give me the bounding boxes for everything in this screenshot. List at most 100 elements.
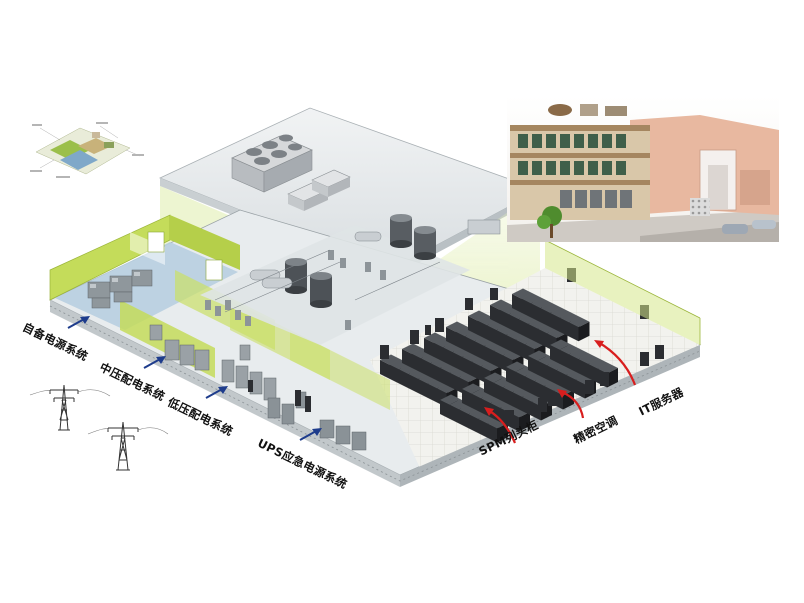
rack-front — [569, 354, 579, 374]
rack-top — [468, 310, 489, 321]
generator-equipment — [87, 269, 367, 451]
rack-front — [534, 381, 544, 400]
rack-front — [440, 400, 450, 419]
rack-front — [509, 314, 519, 334]
rack-front — [421, 358, 431, 378]
rack-front — [462, 357, 472, 376]
rack-front — [559, 349, 569, 369]
rack-front — [550, 313, 560, 332]
rack-front — [499, 309, 509, 329]
rack-top — [484, 372, 505, 383]
rack-side — [578, 321, 590, 342]
rack-front — [440, 368, 450, 387]
rack-front — [512, 294, 522, 313]
rack-top — [559, 344, 580, 355]
storage-tank-a — [285, 258, 307, 294]
rack-side — [607, 368, 618, 388]
lv-switchgear — [221, 344, 277, 401]
rack-front — [550, 345, 560, 364]
rack-top — [578, 353, 599, 364]
rack-front — [528, 356, 538, 375]
arrow-icon — [205, 386, 228, 399]
rack-front — [443, 347, 453, 367]
rack-top — [521, 293, 542, 304]
rack-top — [588, 358, 609, 369]
rack-front — [569, 322, 579, 342]
rack-front — [477, 320, 487, 340]
mechanical-room — [200, 214, 501, 345]
arrow-icon — [299, 428, 322, 441]
rack-top — [462, 383, 483, 394]
rack-front — [452, 352, 462, 371]
storage-tank-c — [390, 214, 412, 248]
rack-top — [569, 317, 590, 328]
server-racks — [380, 288, 618, 443]
rack-top — [380, 354, 401, 365]
rack-front — [402, 349, 412, 368]
rack-front — [446, 327, 456, 346]
rack-front — [528, 324, 538, 343]
storage-tank-d — [414, 226, 436, 260]
rack-top — [569, 349, 590, 360]
rack-front — [531, 303, 541, 323]
rack-front — [537, 360, 547, 380]
rack-front — [471, 361, 481, 381]
rack-front — [506, 367, 516, 386]
transmission-tower-icon — [87, 421, 169, 471]
rack-top — [540, 302, 561, 313]
rack-front — [487, 423, 497, 443]
arrow-icon — [594, 340, 637, 386]
rack-front — [493, 350, 503, 370]
rack-front — [547, 365, 557, 385]
rack-front — [522, 397, 532, 416]
rack-top — [597, 363, 618, 374]
rack-side — [497, 423, 508, 443]
building-cutaway-icon — [507, 96, 779, 242]
rack-front — [468, 316, 478, 335]
rack-front — [430, 363, 440, 382]
rack-front — [399, 369, 409, 389]
rack-front — [380, 360, 390, 379]
rack-top — [559, 312, 580, 323]
rack-front — [575, 379, 585, 399]
rack-front — [515, 339, 525, 359]
rack-top — [440, 394, 461, 405]
rack-front — [512, 392, 522, 411]
rack-front — [496, 330, 506, 349]
rack-front — [487, 325, 497, 345]
rack-top — [506, 361, 527, 372]
rack-front — [424, 338, 434, 357]
storage-tank-b — [310, 272, 332, 308]
arrow-icon — [484, 407, 517, 444]
rack-front — [411, 353, 421, 373]
rack-front — [515, 371, 525, 391]
rack-front — [556, 370, 566, 389]
rack-front — [418, 379, 428, 398]
rack-front — [408, 374, 418, 393]
rack-front — [427, 383, 437, 403]
rack-top — [550, 307, 571, 318]
campus-thumbnail-icon — [30, 122, 144, 178]
rack-top — [490, 299, 511, 310]
rack-front — [540, 308, 550, 327]
rack-front — [578, 359, 588, 378]
hall-glass-wall — [544, 239, 701, 345]
arrow-icon — [557, 389, 585, 419]
rack-front — [389, 364, 399, 384]
rack-front — [490, 305, 500, 324]
rack-front — [518, 319, 528, 338]
rack-front — [468, 414, 478, 433]
rack-front — [474, 341, 484, 360]
rack-front — [559, 317, 569, 337]
rack-front — [455, 331, 465, 351]
rack-side — [519, 412, 530, 432]
rack-top — [424, 332, 445, 343]
rack-front — [471, 393, 481, 413]
rack-front — [588, 364, 598, 383]
rack-top — [512, 288, 533, 299]
mv-switchgear — [149, 324, 210, 371]
rack-front — [449, 372, 459, 392]
rack-front — [503, 387, 513, 407]
